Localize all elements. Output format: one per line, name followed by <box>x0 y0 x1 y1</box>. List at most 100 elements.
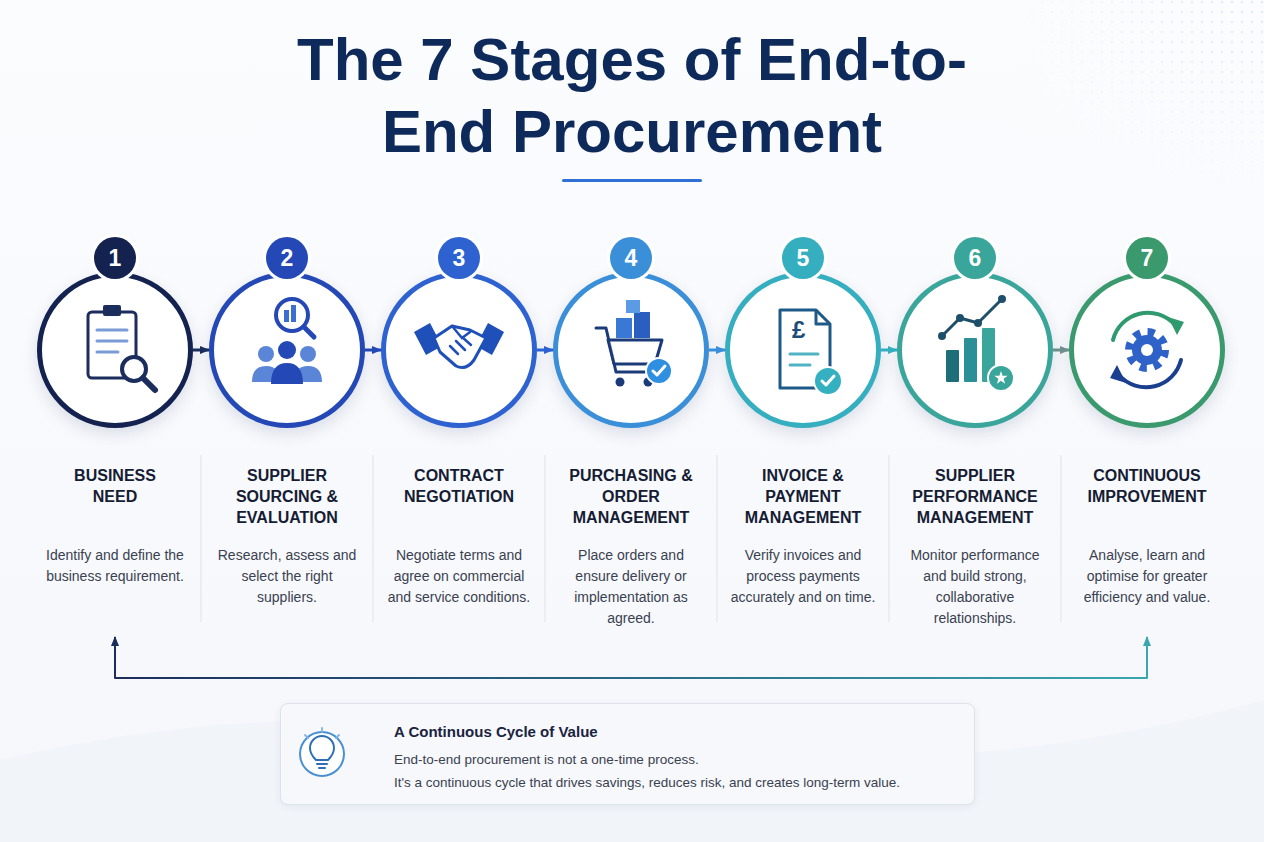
clipboard-clip <box>103 305 121 316</box>
lightbulb-icon <box>300 728 344 776</box>
document <box>780 310 830 388</box>
stage-number: 5 <box>782 237 824 279</box>
person-head <box>278 341 296 359</box>
stage-number: 6 <box>954 237 996 279</box>
cart-basket <box>608 340 662 364</box>
star-badge <box>988 365 1014 391</box>
box <box>626 300 640 313</box>
document-fold <box>816 310 830 324</box>
chart-bar <box>946 350 959 382</box>
separator-line <box>545 455 546 622</box>
handshake-icon <box>414 323 504 368</box>
cycle-arrowhead <box>1168 317 1184 335</box>
magnifier-handle <box>304 327 314 337</box>
stage-number: 2 <box>266 237 308 279</box>
separator-line <box>201 455 202 622</box>
stage-description: Analyse, learn and optimise for greater … <box>1072 545 1222 608</box>
connector-arrow <box>709 349 725 352</box>
check-badge <box>814 367 842 395</box>
magnifier-lens <box>276 299 308 331</box>
callout-box: A Continuous Cycle of ValueEnd-to-end pr… <box>280 703 975 805</box>
person-body <box>294 366 322 382</box>
cycle-arrow <box>1119 360 1181 387</box>
sleeve-right <box>476 323 504 355</box>
star <box>994 371 1007 384</box>
check-mark <box>653 366 665 375</box>
stage-column: 5INVOICE & PAYMENT MANAGEMENT Verify invo… <box>725 237 881 637</box>
box <box>616 318 632 338</box>
cart-wheel <box>644 378 653 387</box>
stage-heading: INVOICE & PAYMENT MANAGEMENT <box>739 465 867 528</box>
title-underline <box>562 179 702 182</box>
clipboard-lines <box>97 330 127 352</box>
stage-column: 1BUSINESS NEEDIdentify and define the bu… <box>37 237 193 637</box>
cart-frame <box>596 328 652 372</box>
stage-description: Verify invoices and process payments acc… <box>728 545 878 608</box>
stage-ring <box>209 272 365 428</box>
separator-line <box>889 455 890 622</box>
magnifier-handle <box>143 378 155 390</box>
callout-text: End-to-end procurement is not a one-time… <box>394 750 972 770</box>
bulb-rays <box>305 728 339 738</box>
gear-cycle-icon <box>1110 313 1184 388</box>
trend-points <box>938 295 1006 340</box>
stage-column: 4PURCHASING & ORDER MANAGEMENTPlace orde… <box>553 237 709 637</box>
hands <box>434 326 486 368</box>
clipboard-body <box>88 312 136 378</box>
diagram-title: The 7 Stages of End-to-End Procurement <box>252 24 1012 168</box>
separator-line <box>373 455 374 622</box>
gear-body <box>1132 335 1162 365</box>
bulb-base <box>317 763 327 765</box>
connector-arrow <box>537 349 553 352</box>
stage-column: 2SUPPLIER SOURCING & EVALUATIONResearch,… <box>209 237 365 637</box>
stage-description: Identify and define the business require… <box>40 545 190 587</box>
stage-heading: SUPPLIER PERFORMANCE MANAGEMENT <box>911 465 1039 528</box>
stage-ring <box>725 272 881 428</box>
person-head <box>258 346 274 362</box>
stage-description: Research, assess and select the right su… <box>212 545 362 608</box>
bulb-base <box>319 767 325 769</box>
separator-line <box>717 455 718 622</box>
cycle-arrowhead <box>1110 365 1126 383</box>
connector-arrow <box>115 637 1147 678</box>
cart-icon <box>596 300 672 387</box>
building-bar <box>291 305 296 322</box>
clipboard-icon <box>88 305 155 390</box>
check-badge <box>646 358 672 384</box>
stage-ring <box>897 272 1053 428</box>
cycle-arrow <box>1113 313 1175 340</box>
stage-ring <box>381 272 537 428</box>
stage-column: 7CONTINUOUS IMPROVEMENTAnalyse, learn an… <box>1069 237 1225 637</box>
background-wave <box>0 700 1264 842</box>
stage-number: 4 <box>610 237 652 279</box>
stage-heading: PURCHASING & ORDER MANAGEMENT <box>567 465 695 528</box>
person-body <box>271 363 303 384</box>
gear-teeth <box>1129 332 1165 368</box>
check-mark <box>822 376 834 385</box>
chart-icon <box>938 295 1014 391</box>
sleeve-left <box>414 323 442 355</box>
document-lines <box>790 354 818 365</box>
connector-arrow <box>881 349 897 352</box>
bulb <box>310 736 334 760</box>
stage-ring <box>37 272 193 428</box>
cart-wheel <box>616 378 625 387</box>
stage-description: Negotiate terms and agree on commercial … <box>384 545 534 608</box>
stage-number: 3 <box>438 237 480 279</box>
callout-heading: A Continuous Cycle of Value <box>394 722 964 742</box>
stage-ring <box>553 272 709 428</box>
invoice-icon <box>780 310 842 395</box>
sourcing-icon <box>252 299 322 384</box>
stage-number: 7 <box>1126 237 1168 279</box>
connector-arrow <box>193 349 209 352</box>
icon-circle <box>300 732 344 776</box>
person-body <box>252 366 280 382</box>
stage-heading: CONTRACT NEGOTIATION <box>395 465 523 507</box>
gear-hole <box>1141 344 1153 356</box>
stage-column: 6SUPPLIER PERFORMANCE MANAGEMENTMonitor … <box>897 237 1053 637</box>
chart-bar <box>982 328 995 382</box>
connector-arrow <box>365 349 381 352</box>
building-bar <box>284 310 289 322</box>
connector-arrow <box>1053 349 1069 352</box>
stage-number: 1 <box>94 237 136 279</box>
